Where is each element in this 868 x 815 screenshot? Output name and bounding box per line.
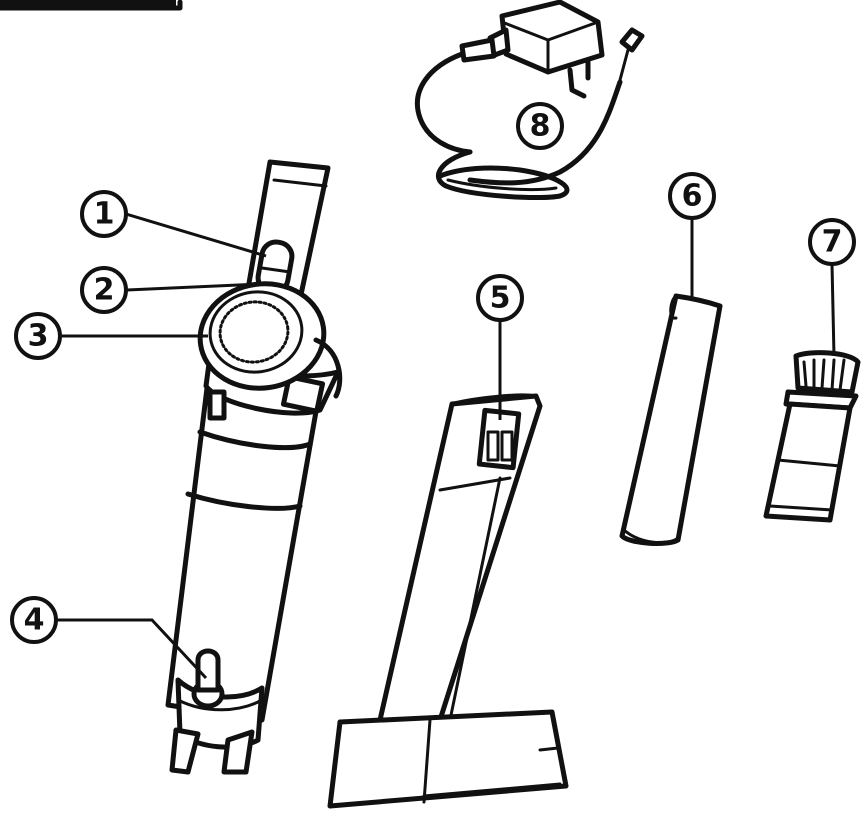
callout-4-label: 4 bbox=[24, 603, 45, 638]
callout-2-label: 2 bbox=[94, 273, 115, 308]
callout-4: 4 bbox=[10, 596, 58, 644]
callout-8: 8 bbox=[516, 102, 564, 150]
callout-1: 1 bbox=[80, 190, 128, 238]
callout-3: 3 bbox=[14, 312, 62, 360]
charger-adapter bbox=[414, 0, 645, 201]
callout-2: 2 bbox=[80, 266, 128, 314]
callout-3-label: 3 bbox=[28, 319, 49, 354]
dusting-brush bbox=[763, 350, 861, 523]
heading-fragment bbox=[0, 0, 183, 11]
callout-7: 7 bbox=[808, 218, 856, 266]
crevice-tool bbox=[619, 293, 723, 546]
callout-5-label: 5 bbox=[490, 281, 511, 316]
callout-6-label: 6 bbox=[682, 179, 703, 214]
vacuum-main-unit bbox=[165, 159, 343, 775]
callout-7-label: 7 bbox=[822, 225, 843, 260]
callout-5: 5 bbox=[476, 274, 524, 322]
callout-6: 6 bbox=[668, 172, 716, 220]
callout-1-label: 1 bbox=[94, 197, 115, 232]
charging-dock bbox=[327, 393, 569, 809]
callout-leaders bbox=[56, 212, 836, 680]
callout-8-label: 8 bbox=[530, 109, 551, 144]
